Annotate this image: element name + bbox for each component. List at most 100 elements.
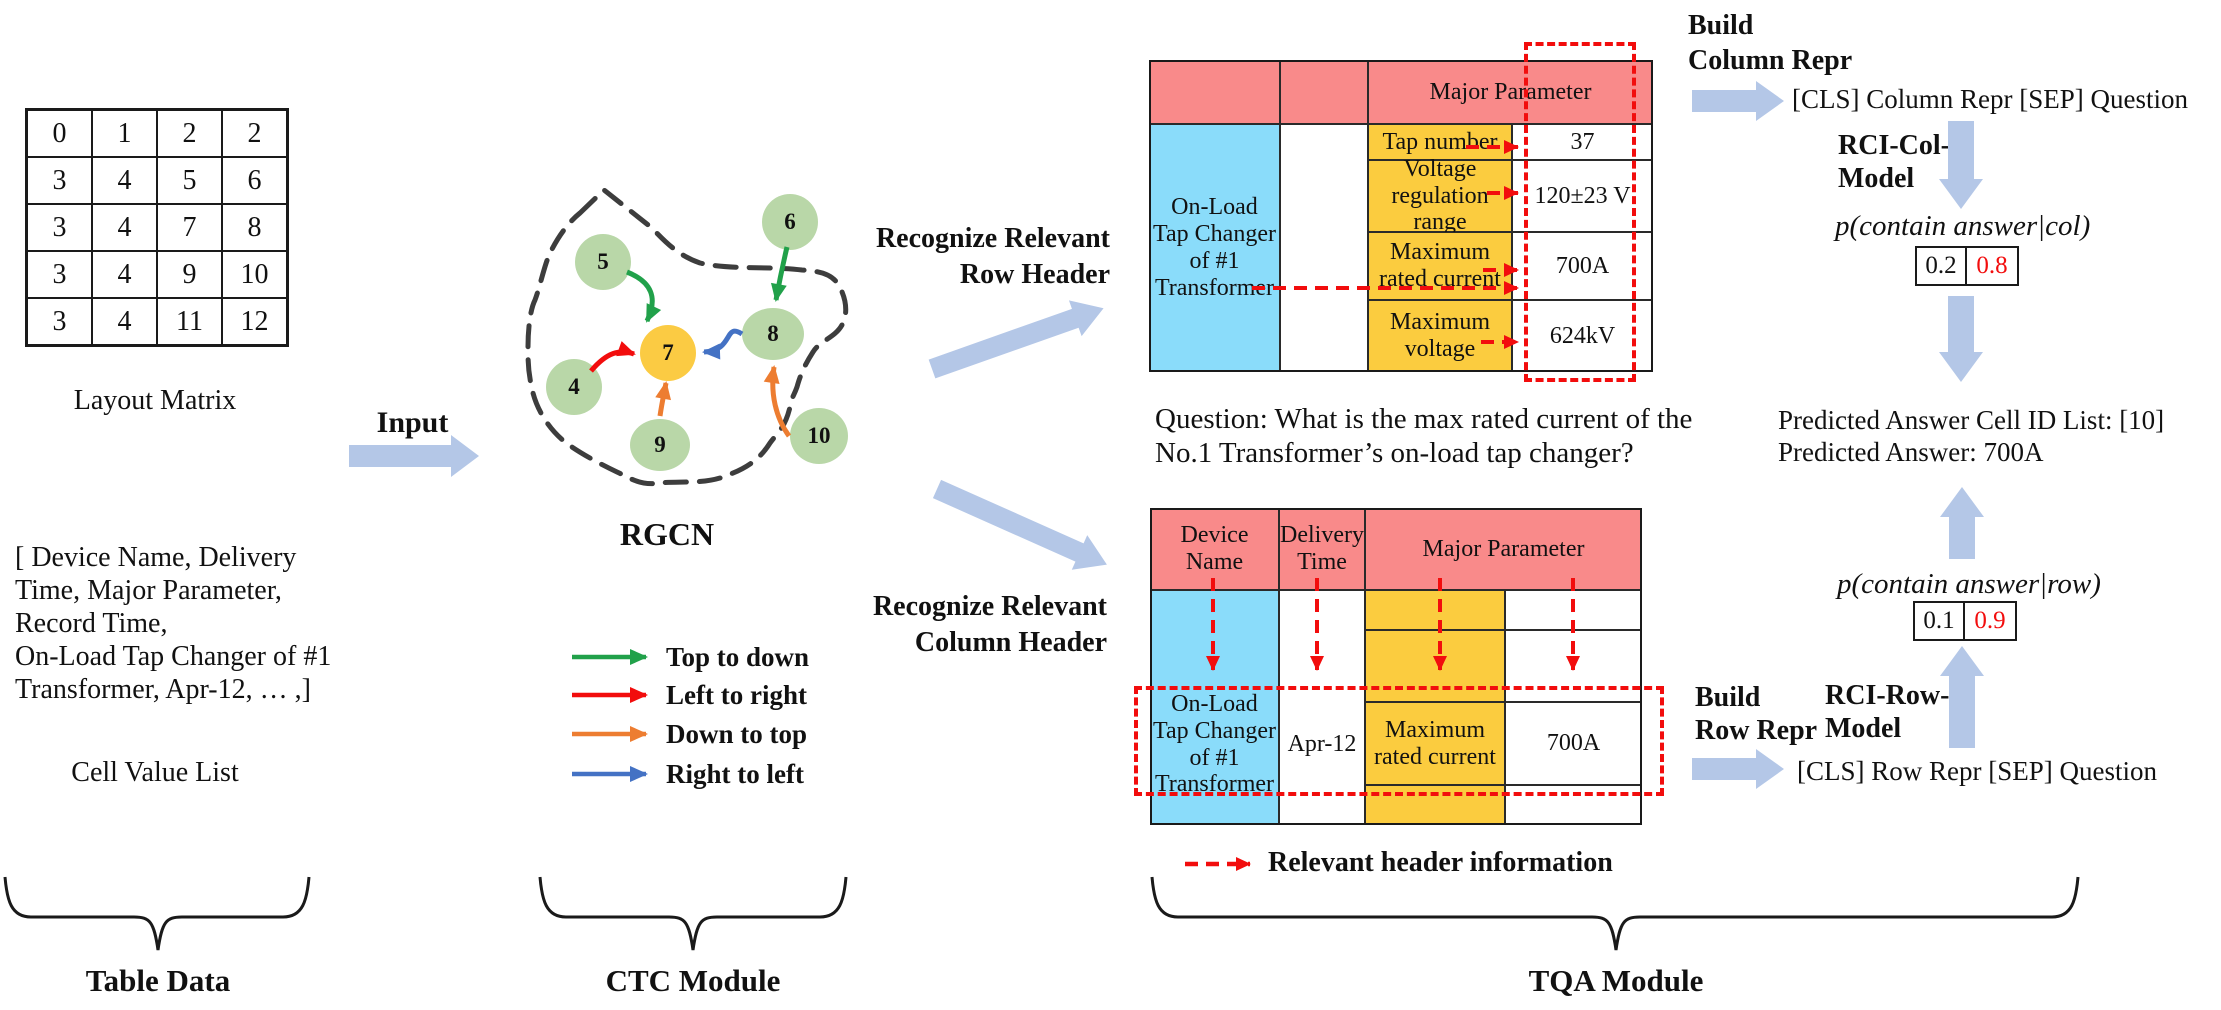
bottom-table-value-700a: 700A — [1505, 702, 1642, 785]
top-table-param-voltage-range: Voltage regulation range — [1368, 156, 1512, 235]
prob-row-0: 0.1 — [1913, 601, 1965, 641]
graph-node-9: 9 — [630, 419, 690, 471]
cell-value-list-caption: Cell Value List — [71, 757, 239, 788]
bottom-table-device-cell: On-Load Tap Changer of #1 Transformer — [1150, 590, 1279, 825]
bottom-table-delivery-text: Apr-12 — [1287, 731, 1357, 758]
legend-label-right-to-left: Right to left — [666, 759, 804, 789]
bottom-table-param-max-current: Maximum rated current — [1365, 702, 1505, 785]
matrix-cell: 4 — [92, 298, 157, 345]
input-arrow — [349, 435, 479, 477]
question-text: Question: What is the max rated current … — [1155, 403, 1693, 469]
brace-label-table-data: Table Data — [85, 963, 231, 998]
matrix-cell: 0 — [27, 110, 92, 157]
node-label: 6 — [784, 209, 796, 234]
build-row-repr-label: Build Row Repr — [1695, 682, 1818, 746]
build-row-arrow — [1692, 749, 1784, 789]
bottom-table-value-empty-1 — [1505, 590, 1642, 630]
matrix-cell: 12 — [222, 298, 287, 345]
matrix-cell: 7 — [157, 204, 222, 251]
recognize-row-arrow — [928, 300, 1104, 379]
top-table-param-tap-number: Tap number — [1368, 124, 1512, 160]
rci-col-model-label: RCI-Col- Model — [1838, 130, 1950, 194]
bottom-table-param-empty-1 — [1365, 590, 1505, 630]
prob-col-0: 0.2 — [1915, 246, 1967, 286]
matrix-cell: 11 — [157, 298, 222, 345]
layout-matrix: 0 1 2 2 3 4 5 6 3 4 7 8 3 4 9 10 3 4 11 … — [25, 108, 289, 347]
matrix-cell: 8 — [222, 204, 287, 251]
matrix-cell: 5 — [157, 157, 222, 204]
recognize-col-arrow — [932, 479, 1107, 570]
p-contain-answer-row: p(contain answer|row) — [1837, 568, 2101, 600]
legend-label-top-to-down: Top to down — [666, 642, 810, 672]
bottom-table-delivery-cell: Apr-12 — [1279, 590, 1365, 825]
graph-node-4: 4 — [546, 359, 602, 415]
build-col-arrow — [1692, 81, 1784, 121]
brace-label-ctc-module: CTC Module — [605, 963, 781, 998]
brace-ctc-module — [538, 876, 848, 951]
recognize-column-header-label: Recognize Relevant Column Header — [872, 591, 1107, 658]
legend-label-left-to-right: Left to right — [666, 680, 807, 710]
node-label: 8 — [767, 321, 779, 346]
build-column-repr-label: Build Column Repr — [1688, 10, 1853, 76]
recognize-row-header-label: Recognize Relevant Row Header — [875, 223, 1110, 290]
brace-tqa-module — [1150, 876, 2080, 951]
edge-6-to-8 — [770, 246, 790, 302]
bottom-table-header-device-name: Device Name — [1150, 508, 1279, 590]
predicted-answer-text: Predicted Answer Cell ID List: [10] Pred… — [1778, 405, 2165, 467]
top-table-row-header: On-Load Tap Changer of #1 Transformer — [1149, 124, 1280, 372]
rci-row-model-label: RCI-Row- Model — [1825, 680, 1950, 744]
bottom-table-param-empty-3 — [1365, 785, 1505, 825]
prob-col-1: 0.8 — [1967, 246, 2019, 286]
bottom-table-param-empty-2 — [1365, 630, 1505, 702]
group-braces — [3, 876, 2080, 951]
p-contain-answer-col: p(contain answer|col) — [1835, 210, 2091, 242]
edge-4-to-7 — [589, 341, 636, 373]
prob-row-1: 0.9 — [1965, 601, 2017, 641]
relevant-header-legend-label: Relevant header information — [1268, 847, 1613, 878]
edge-5-to-7 — [626, 269, 662, 323]
node-label: 5 — [597, 249, 609, 274]
graph-node-8: 8 — [742, 308, 804, 360]
top-table-header-empty-1 — [1149, 60, 1280, 124]
top-table-empty-col — [1280, 124, 1368, 372]
bottom-table-header-delivery-time: Delivery Time — [1279, 508, 1365, 590]
top-table-header-empty-2 — [1280, 60, 1368, 124]
graph-node-10: 10 — [790, 408, 848, 464]
matrix-cell: 3 — [27, 251, 92, 298]
matrix-cell: 3 — [27, 157, 92, 204]
top-table-param-max-current: Maximum rated current — [1368, 232, 1512, 300]
node-label: 7 — [662, 340, 674, 365]
top-table-value-max-current: 700A — [1512, 232, 1653, 300]
rgcn-label: RGCN — [619, 516, 715, 552]
brace-table-data — [3, 876, 311, 951]
cls-column-repr-text: [CLS] Column Repr [SEP] Question — [1792, 84, 2188, 114]
top-table-value-tap-number: 37 — [1512, 124, 1653, 160]
matrix-cell: 1 — [92, 110, 157, 157]
node-label: 10 — [807, 423, 831, 448]
bottom-table: Device Name Delivery Time Major Paramete… — [1150, 508, 1642, 825]
brace-label-tqa-module: TQA Module — [1528, 963, 1704, 998]
to-predicted-arrow — [1939, 296, 1983, 382]
node-label: 9 — [654, 432, 666, 457]
node-label: 4 — [568, 374, 580, 399]
top-table-param-max-voltage: Maximum voltage — [1368, 300, 1512, 372]
matrix-cell: 4 — [92, 251, 157, 298]
matrix-cell: 4 — [92, 204, 157, 251]
edge-8-to-7 — [702, 328, 744, 360]
top-table-header-major-parameter: Major Parameter — [1368, 60, 1653, 124]
bottom-table-answer-row-highlight — [1134, 686, 1664, 796]
matrix-cell: 3 — [27, 298, 92, 345]
bottom-table-header-major-parameter: Major Parameter — [1365, 508, 1642, 590]
cls-row-repr-text: [CLS] Row Repr [SEP] Question — [1797, 756, 2157, 786]
cell-value-list: [ Device Name, Delivery Time, Major Para… — [15, 542, 332, 705]
matrix-cell: 3 — [27, 204, 92, 251]
edge-9-to-7 — [655, 381, 672, 417]
input-label: Input — [376, 406, 449, 439]
matrix-cell: 2 — [157, 110, 222, 157]
graph-node-5: 5 — [575, 234, 631, 290]
graph-node-6: 6 — [762, 194, 818, 250]
layout-matrix-caption: Layout Matrix — [73, 385, 237, 416]
matrix-cell: 2 — [222, 110, 287, 157]
